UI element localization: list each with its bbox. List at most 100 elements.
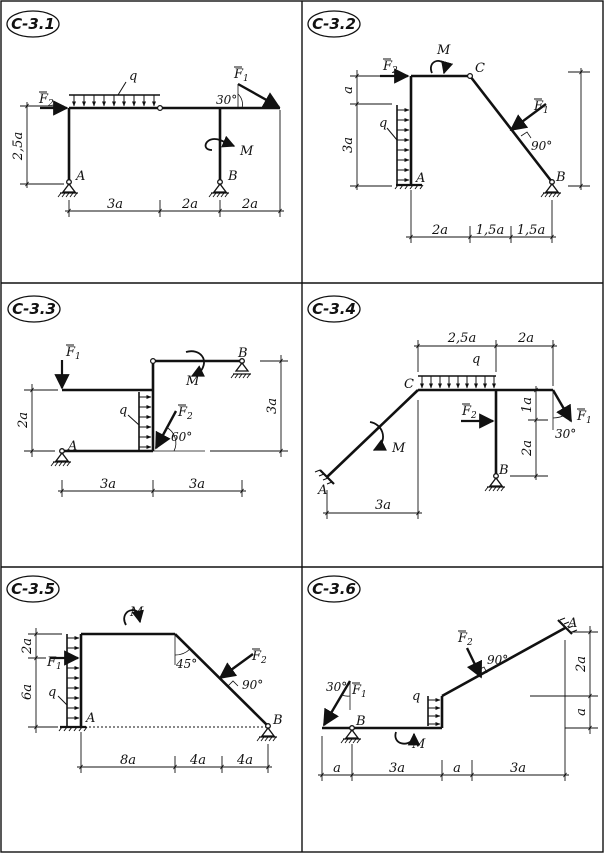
distributed-load-q — [427, 696, 441, 726]
angle-label: 30° — [216, 93, 237, 107]
dim-h1: 3a — [100, 477, 116, 492]
dim-h1: 8a — [120, 753, 136, 768]
dim-h4: 3a — [510, 761, 526, 776]
label-m: M — [411, 737, 426, 752]
angle-30: 30° — [326, 680, 347, 694]
dimension-lines — [20, 102, 284, 217]
label-f2: F2 — [177, 405, 193, 422]
frame-structure — [67, 106, 280, 182]
label-f1: F1 — [576, 409, 592, 426]
label-a: A — [85, 711, 95, 726]
label-b: B — [355, 714, 366, 729]
angle-label: 90° — [531, 139, 552, 153]
label-q: q — [412, 689, 420, 704]
label-q: q — [472, 352, 480, 367]
dim-v2: 6a — [20, 684, 35, 700]
frame-structure — [326, 388, 553, 478]
dim-h2: 2a — [181, 197, 198, 212]
problem-id-badge — [307, 295, 361, 323]
moment-m — [369, 421, 387, 451]
label-f2: F2 — [382, 59, 398, 76]
panel-c-3-3: C-3.3 q F1 F2 60° M — [7, 295, 288, 497]
force-f1-arrow — [322, 680, 352, 727]
dim-vleft: 2a — [16, 412, 31, 429]
fixed-support-a — [58, 725, 88, 732]
dim-v2: 2a — [520, 440, 535, 457]
dim-h1: 3a — [107, 197, 123, 212]
frame-structure — [62, 359, 242, 453]
label-b: B — [555, 170, 566, 185]
moment-m — [185, 350, 205, 377]
label-c: C — [475, 61, 485, 76]
label-f2: F2 — [461, 404, 477, 421]
label-f1: F1 — [533, 99, 549, 116]
label-b: B — [272, 713, 283, 728]
hinge — [150, 358, 157, 365]
problem-id-badge — [307, 10, 361, 38]
problem-id: C-3.5 — [11, 580, 55, 598]
hinge — [157, 104, 164, 111]
label-f1: F1 — [351, 683, 367, 700]
dim-vert: 2,5a — [11, 132, 26, 161]
dim-h1: a — [333, 761, 341, 776]
label-b: B — [498, 463, 509, 478]
dimension-lines — [24, 355, 288, 497]
moment-m — [204, 135, 236, 151]
label-m: M — [391, 441, 406, 456]
dim-h3: 2a — [241, 197, 258, 212]
panel-c-3-6: C-3.6 A q F1 30° F2 90° M — [307, 575, 598, 781]
panel-c-3-4: C-3.4 A C q F2 F1 — [307, 295, 592, 519]
support-b-pin — [208, 179, 230, 198]
dim-h2: 1,5a — [476, 223, 504, 238]
distributed-load-q — [57, 634, 80, 727]
hinge-c — [467, 72, 474, 79]
dim-h3: 4a — [236, 753, 253, 768]
dim-v1: 1a — [520, 397, 535, 413]
label-f2: F2 — [251, 649, 267, 666]
force-f2-arrow — [465, 647, 483, 679]
distributed-load-q — [69, 81, 160, 107]
frame-structure — [79, 632, 269, 727]
label-b: B — [237, 346, 248, 361]
fixed-support-a — [314, 469, 335, 485]
dimension-lines — [350, 68, 590, 243]
dim-v2: a — [574, 708, 589, 716]
problem-id: C-3.3 — [12, 300, 56, 318]
distributed-load-q — [418, 375, 496, 389]
angle-90: 90° — [487, 653, 508, 667]
problem-id-badge — [7, 295, 61, 323]
label-f1: F1 — [65, 345, 81, 362]
force-f2-arrow — [218, 653, 254, 679]
force-f1-arrow — [237, 82, 281, 109]
dim-h1: 2a — [431, 223, 448, 238]
fixed-support-a — [557, 617, 578, 635]
angle-45: 45° — [175, 657, 197, 671]
moment-m — [394, 731, 421, 746]
label-f1: F1 — [46, 655, 62, 672]
support-a-pin — [57, 179, 79, 198]
label-f1: F1 — [233, 67, 249, 84]
label-a: A — [567, 616, 577, 631]
label-f2: F2 — [38, 92, 54, 109]
problem-id: C-3.4 — [312, 300, 356, 318]
dimension-lines — [323, 340, 557, 519]
distributed-load-q — [386, 105, 410, 185]
force-f2-arrow — [154, 410, 178, 450]
angle-label: 30° — [555, 427, 576, 441]
dim-top2: 2a — [517, 331, 534, 346]
dimension-lines — [318, 626, 598, 781]
label-q: q — [48, 685, 56, 700]
label-a: A — [415, 171, 425, 186]
dim-v2: 3a — [341, 137, 356, 153]
dim-h2: 4a — [189, 753, 206, 768]
panel-c-3-5: C-3.5 45° A q F1 — [6, 575, 283, 773]
angle-label: 60° — [171, 430, 192, 444]
dim-top1: 2,5a — [447, 331, 476, 346]
frame-structure — [409, 74, 554, 185]
panel-c-3-2: C-3.2 C A q F2 M — [307, 10, 590, 243]
label-b: B — [227, 169, 238, 184]
dim-v1: 2a — [20, 638, 35, 655]
force-f1-arrow — [551, 389, 573, 423]
